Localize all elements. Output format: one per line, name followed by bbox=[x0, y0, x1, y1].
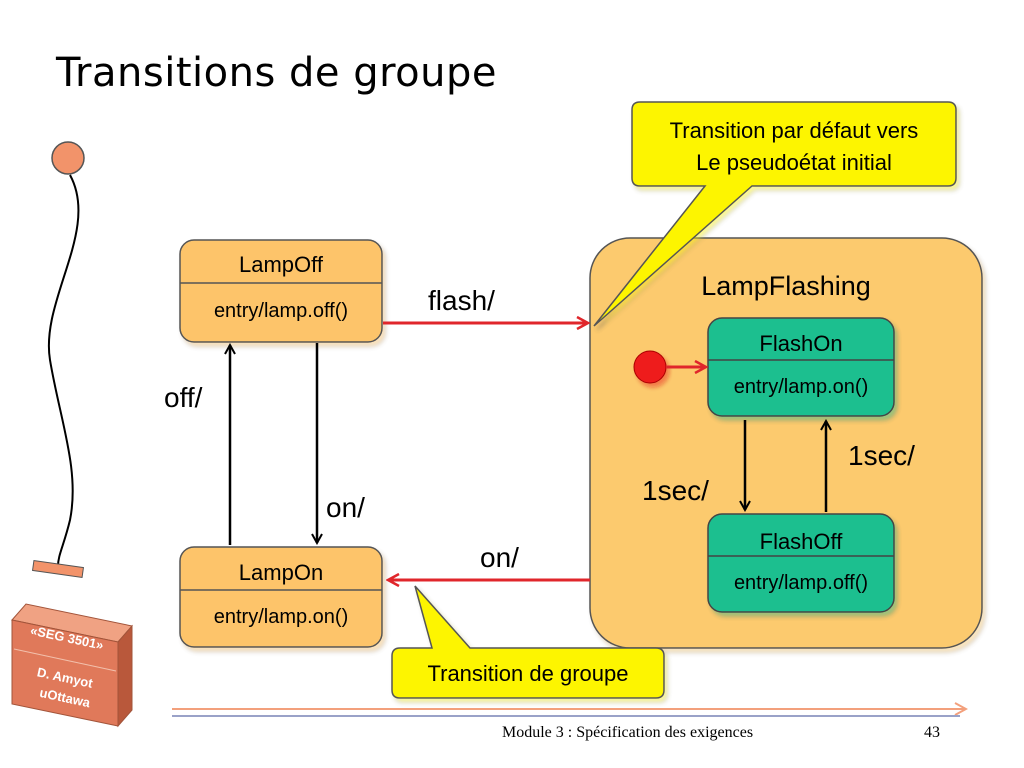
cord-knob bbox=[51, 141, 85, 175]
slide-title: Transitions de groupe bbox=[56, 50, 497, 96]
state-lampflashing-name: LampFlashing bbox=[701, 271, 871, 301]
state-flashon-action: entry/lamp.on() bbox=[734, 376, 869, 398]
callout-group-transition: Transition de groupe bbox=[391, 585, 665, 699]
state-flashon-name: FlashOn bbox=[759, 331, 842, 356]
state-lampon-name: LampOn bbox=[239, 560, 323, 585]
group-transition-label: on/ bbox=[480, 542, 519, 573]
state-lampon-action: entry/lamp.on() bbox=[214, 606, 349, 628]
sec-up-transition-label: 1sec/ bbox=[848, 440, 915, 471]
flash-transition-label: flash/ bbox=[428, 285, 495, 316]
on-transition-label: on/ bbox=[326, 492, 365, 523]
callout-default-transition: Transition par défaut vers Le pseudoétat… bbox=[593, 101, 957, 327]
sec-down-transition-label: 1sec/ bbox=[642, 475, 709, 506]
state-flashoff-name: FlashOff bbox=[760, 529, 844, 554]
off-transition-label: off/ bbox=[164, 382, 203, 413]
state-flashoff-action: entry/lamp.off() bbox=[734, 572, 868, 594]
state-lampon[interactable]: LampOn entry/lamp.on() bbox=[179, 546, 383, 648]
state-lampoff-name: LampOff bbox=[239, 252, 324, 277]
state-lampoff-action: entry/lamp.off() bbox=[214, 300, 348, 322]
initial-pseudostate[interactable] bbox=[633, 350, 667, 384]
callout-default-line1: Transition par défaut vers bbox=[670, 118, 919, 143]
callout-default-line2: Le pseudoétat initial bbox=[696, 150, 892, 175]
footer-arrow-decoration bbox=[172, 709, 966, 717]
cord-line bbox=[47, 174, 80, 567]
callout-group-text: Transition de groupe bbox=[428, 661, 629, 686]
lamp-cord-decoration bbox=[31, 141, 85, 578]
state-lampoff[interactable]: LampOff entry/lamp.off() bbox=[179, 239, 383, 343]
state-flashon[interactable]: FlashOn entry/lamp.on() bbox=[707, 317, 895, 417]
state-flashoff[interactable]: FlashOff entry/lamp.off() bbox=[707, 513, 895, 613]
cord-handle bbox=[31, 560, 85, 578]
course-badge: «SEG 3501» D. Amyot uOttawa bbox=[11, 603, 133, 728]
page-number: 43 bbox=[924, 724, 940, 741]
footer-module-title: Module 3 : Spécification des exigences bbox=[502, 724, 754, 741]
